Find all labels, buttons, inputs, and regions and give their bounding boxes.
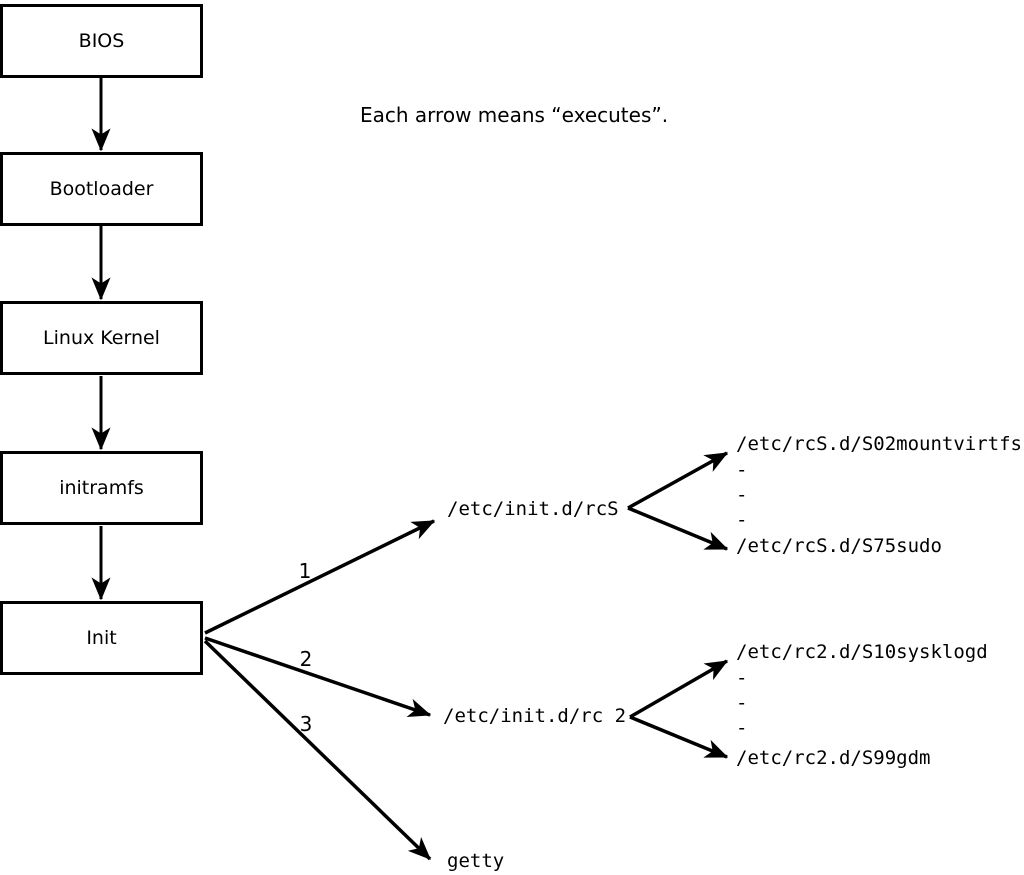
arrow-rcS-to-first-script [627,451,729,510]
box-init-label: Init [86,627,117,649]
node-etc-init-d-rcS: /etc/init.d/rcS [447,498,619,520]
box-bootloader: Bootloader [0,152,203,226]
box-init: Init [0,601,203,675]
rcS-ellipsis-dash: - [736,509,748,531]
node-rcS-script-last: /etc/rcS.d/S75sudo [736,535,942,557]
node-rc2-script-last: /etc/rc2.d/S99gdm [736,747,931,769]
rc2-ellipsis-dash: - [736,692,748,714]
box-initramfs-label: initramfs [59,477,144,499]
box-bootloader-label: Bootloader [49,178,154,200]
rc2-ellipsis-dash: - [736,717,748,739]
arrow-rc2-to-first-script [629,659,729,719]
box-bios-label: BIOS [78,30,125,52]
arrow-order-3: 3 [299,712,313,736]
box-initramfs: initramfs [0,451,203,525]
rcS-ellipsis-dash: - [736,459,748,481]
rcS-ellipsis-dash: - [736,484,748,506]
box-bios: BIOS [0,4,203,78]
arrow-init-to-getty [203,639,432,861]
node-rc2-script-first: /etc/rc2.d/S10sysklogd [736,641,988,663]
box-linux-kernel-label: Linux Kernel [43,327,160,349]
arrow-rc2-to-last-script [629,715,729,759]
arrow-init-to-rcS [204,519,436,635]
node-rcS-script-first: /etc/rcS.d/S02mountvirtfs [736,433,1022,455]
legend-note: Each arrow means “executes”. [360,103,669,127]
arrow-init-to-rc2 [204,636,432,718]
node-etc-init-d-rc2: /etc/init.d/rc 2 [443,705,627,727]
box-linux-kernel: Linux Kernel [0,301,203,375]
node-getty: getty [447,850,505,872]
arrow-rcS-to-last-script [627,506,729,551]
arrow-order-1: 1 [298,559,312,583]
rc2-ellipsis-dash: - [736,667,748,689]
arrow-order-2: 2 [299,647,313,671]
